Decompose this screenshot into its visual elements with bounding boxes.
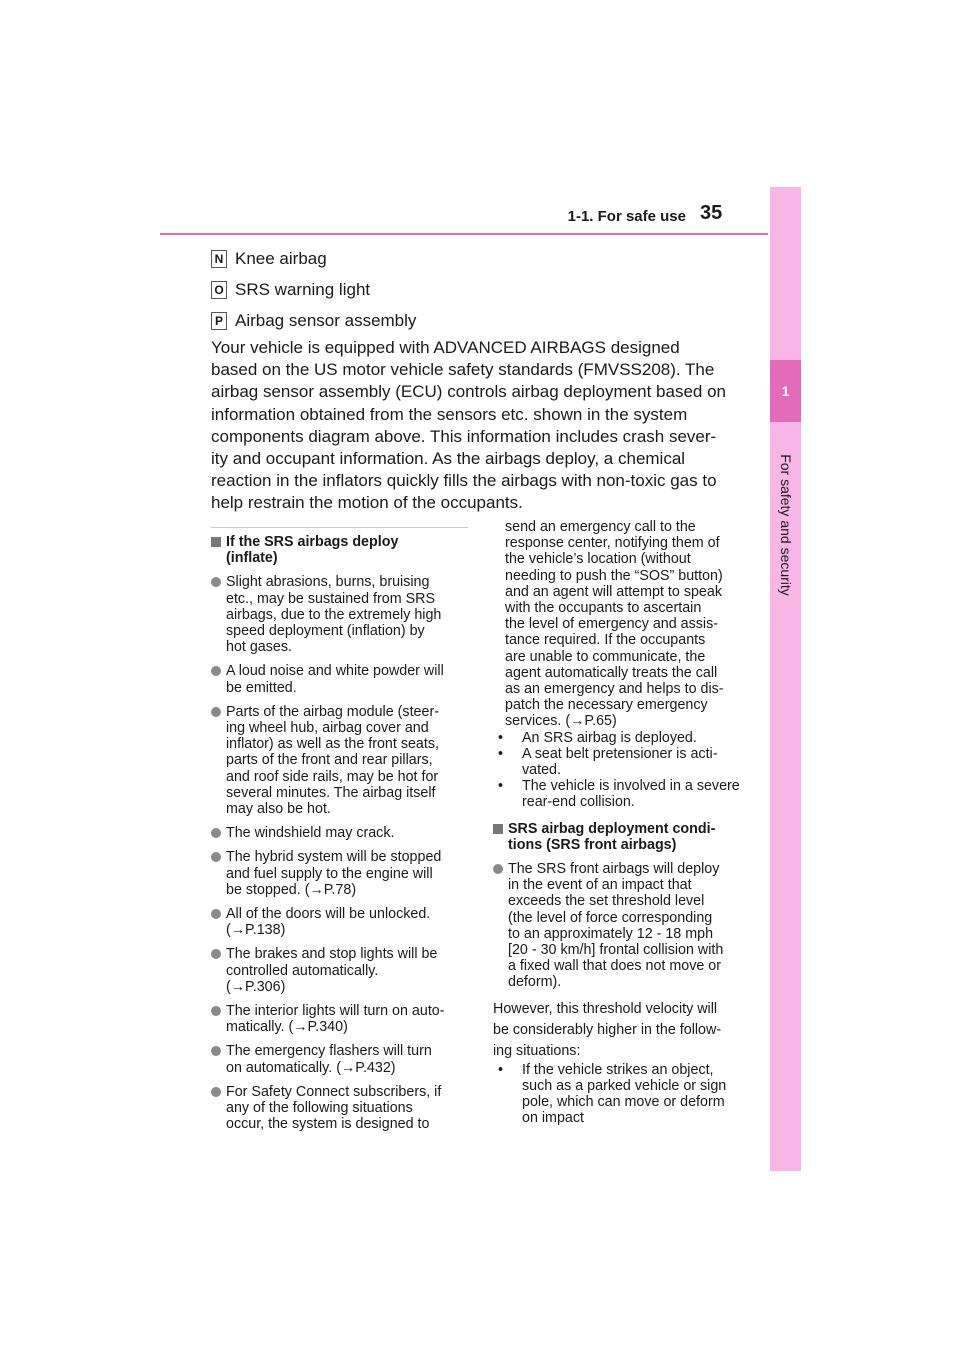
header-rule: [160, 233, 768, 235]
list-item: Slight abrasions, burns, bruising etc., …: [211, 574, 473, 655]
left-column: If the SRS airbags deploy (inflate) Slig…: [211, 534, 473, 1133]
right-column: send an emergency call to the response c…: [493, 519, 755, 1127]
intro-paragraph: Your vehicle is equipped with ADVANCED A…: [211, 337, 756, 515]
body-paragraph: However, this threshold velocity will be…: [493, 1000, 722, 1059]
list-item: For Safety Connect subscribers, if any o…: [211, 1084, 473, 1133]
chapter-side-tab: [770, 187, 801, 1171]
list-item: The windshield may crack.: [211, 825, 473, 841]
sub-list-item: • An SRS airbag is deployed.: [498, 729, 697, 746]
callout-label: Knee airbag: [235, 249, 327, 268]
callout-item: N Knee airbag: [211, 249, 327, 269]
circle-bullet-icon: [211, 909, 221, 920]
list-item: The emergency flashers will turn on auto…: [211, 1043, 473, 1076]
chapter-number-tab: 1: [770, 360, 801, 422]
callout-letter-box: N: [211, 250, 227, 268]
sub-list-item: • The vehicle is involved in a severe re…: [498, 778, 740, 811]
intro-line: based on the US motor vehicle safety sta…: [211, 360, 715, 380]
circle-bullet-icon: [211, 1046, 221, 1057]
intro-line: Your vehicle is equipped with ADVANCED A…: [211, 338, 680, 357]
list-item: The hybrid system will be stopped and fu…: [211, 849, 473, 898]
list-item: The SRS front airbags will deploy in the…: [493, 861, 755, 991]
column-divider-rule: [211, 527, 468, 528]
circle-bullet-icon: [493, 864, 503, 875]
intro-line: help restrain the motion of the occupant…: [211, 493, 523, 513]
list-item: All of the doors will be unlocked. (→P.1…: [211, 906, 473, 938]
intro-line: information obtained from the sensors et…: [211, 404, 688, 424]
callout-label: SRS warning light: [235, 280, 371, 299]
list-item: A loud noise and white powder will be em…: [211, 663, 473, 696]
chapter-label: For safety and security: [770, 430, 801, 620]
callout-item: P Airbag sensor assembly: [211, 311, 416, 331]
list-item: The brakes and stop lights will be contr…: [211, 946, 473, 995]
intro-line: components diagram above. This informati…: [211, 426, 717, 446]
section-heading: SRS airbag deployment condi- tions (SRS …: [493, 821, 755, 853]
callout-letter-box: P: [211, 312, 227, 330]
page-number: 35: [700, 202, 723, 224]
list-item: Parts of the airbag module (steer- ing w…: [211, 704, 473, 817]
callout-letter-box: O: [211, 281, 227, 299]
circle-bullet-icon: [211, 828, 221, 839]
circle-bullet-icon: [211, 949, 221, 960]
section-heading: If the SRS airbags deploy (inflate): [211, 534, 473, 566]
intro-line: reaction in the inflators quickly fills …: [211, 471, 717, 491]
section-title: 1-1. For safe use: [567, 208, 686, 225]
circle-bullet-icon: [211, 577, 221, 588]
sub-list-item: • If the vehicle strikes an object, such…: [498, 1061, 727, 1127]
circle-bullet-icon: [211, 852, 221, 863]
square-bullet-icon: [493, 823, 503, 834]
callout-item: O SRS warning light: [211, 280, 370, 300]
intro-line: ity and occupant information. As the air…: [211, 449, 686, 469]
continued-paragraph: send an emergency call to the response c…: [505, 519, 724, 730]
square-bullet-icon: [211, 537, 221, 547]
circle-bullet-icon: [211, 1086, 221, 1097]
callout-label: Airbag sensor assembly: [235, 311, 417, 330]
circle-bullet-icon: [211, 1006, 221, 1017]
chapter-label-text: For safety and security: [777, 454, 794, 596]
circle-bullet-icon: [211, 706, 221, 717]
list-item: The interior lights will turn on auto- m…: [211, 1003, 473, 1035]
circle-bullet-icon: [211, 666, 221, 677]
sub-list-item: • A seat belt pretensioner is acti- vate…: [498, 745, 718, 779]
intro-line: airbag sensor assembly (ECU) controls ai…: [211, 382, 726, 402]
